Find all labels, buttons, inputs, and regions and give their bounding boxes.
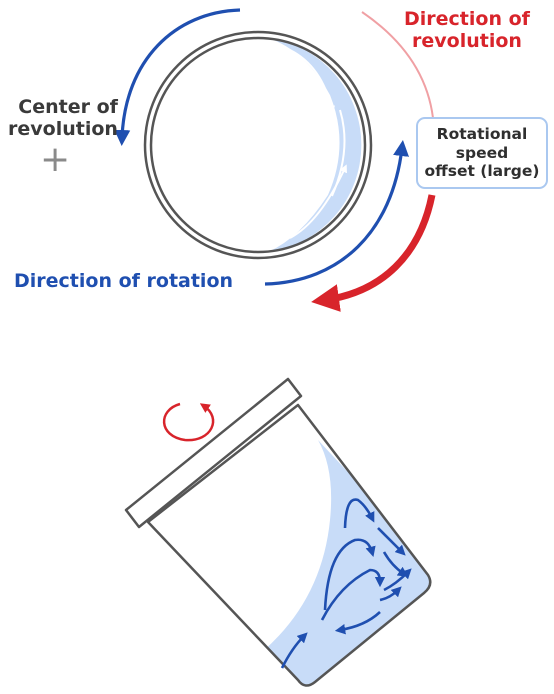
liquid-crescent (268, 38, 362, 252)
liquid-flow-streak-3 (289, 164, 347, 239)
center-of-revolution-label: Center of revolution (8, 96, 118, 141)
circular-arrow-icon (162, 402, 215, 442)
center-of-revolution-line-1: Center of (18, 96, 118, 118)
direction-of-rotation-label: Direction of rotation (14, 270, 234, 292)
jar-liquid (262, 440, 431, 686)
rotational-speed-offset-line-3: offset (large) (424, 162, 540, 181)
rotation-arrow-bottom (264, 140, 409, 286)
flow-arrow-1 (343, 498, 375, 529)
revolution-arrow (311, 194, 436, 312)
center-of-revolution-line-2: revolution (8, 118, 118, 141)
plus-icon: + (40, 139, 71, 180)
flow-arrow-6 (383, 568, 412, 592)
revolution-path-arc (361, 11, 434, 119)
container-outer-ring (143, 30, 373, 260)
flow-arrow-5 (320, 568, 386, 621)
flow-arrow-3 (323, 538, 376, 611)
rotational-speed-offset-box: Rotational speed offset (large) (416, 117, 548, 189)
rotational-speed-offset-line-2: speed (455, 143, 509, 162)
jar-body (146, 403, 432, 687)
rotational-speed-offset-line-1: Rotational (436, 125, 528, 144)
liquid-flow-streak-1 (289, 49, 336, 114)
flow-arrow-9 (280, 632, 308, 669)
rotation-arrow-top (114, 8, 241, 146)
flow-arrow-7 (379, 586, 402, 602)
direction-of-revolution-line-2: revolution (412, 30, 522, 53)
direction-of-revolution-label: Direction of revolution (404, 8, 530, 53)
container-inner-ring (149, 36, 367, 254)
flow-arrows-group (280, 498, 412, 669)
flow-arrow-2 (377, 527, 406, 556)
flow-arrow-8 (334, 611, 381, 635)
jar-lid (124, 377, 303, 529)
direction-of-revolution-line-1: Direction of (404, 8, 530, 30)
